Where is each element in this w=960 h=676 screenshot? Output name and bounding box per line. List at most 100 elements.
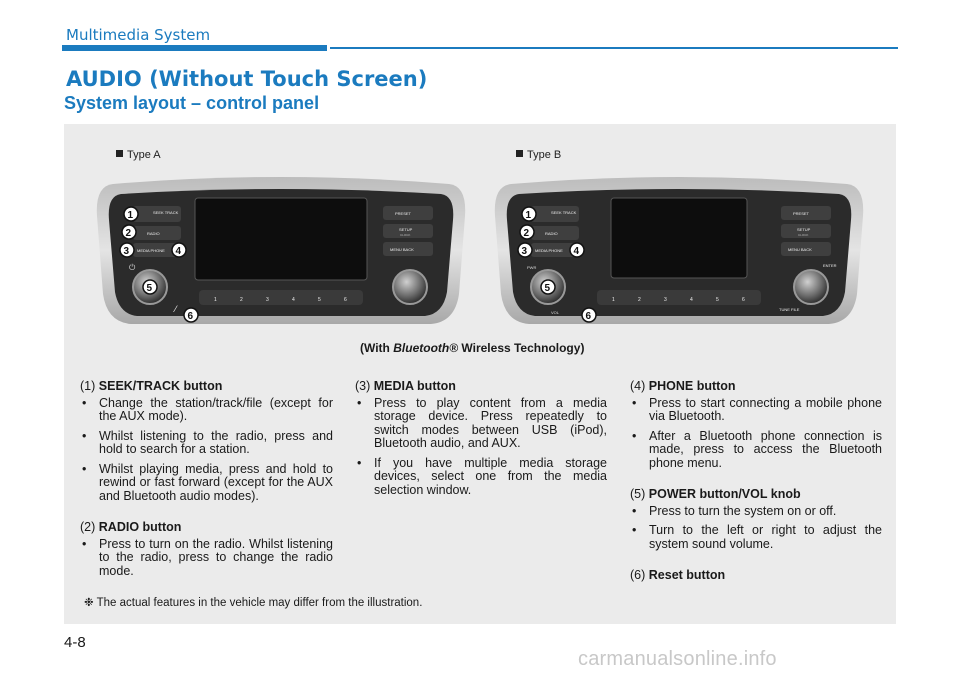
preset-2-label: 2 (240, 297, 243, 303)
preset-5-label: 5 (318, 297, 321, 303)
setup-sub-label: CLOCK (400, 233, 410, 237)
section-label: Multimedia System (66, 26, 211, 44)
callout-5: 5 (540, 279, 556, 295)
bullet: Press to turn on the radio. Whilst liste… (80, 537, 333, 579)
menu-back-button-shape (383, 242, 433, 256)
preset-5-label: 5 (716, 297, 719, 303)
bullet: Turn to the left or right to adjust the … (630, 523, 882, 551)
preset-button-shape (781, 206, 831, 220)
callout-2: 2 (121, 224, 137, 240)
setup-button-shape (781, 224, 831, 238)
callout-6-label: 6 (188, 311, 194, 322)
item-4-number: (4) (630, 379, 646, 393)
item-1-title: SEEK/TRACK button (98, 379, 223, 393)
preset-6-label: 6 (742, 297, 745, 303)
setup-label: SETUP (797, 227, 811, 232)
callout-1-label: 1 (128, 210, 134, 221)
callout-2-label: 2 (524, 228, 530, 239)
column-3: (4) PHONE button Press to start connecti… (630, 379, 882, 586)
callout-1-label: 1 (526, 210, 532, 221)
column-2: (3) MEDIA button Press to play content f… (355, 379, 607, 503)
enter-label: ENTER (823, 263, 837, 268)
preset-2-label: 2 (638, 297, 641, 303)
callout-3: 3 (517, 242, 533, 258)
media-phone-label: MEDIA PHONE (535, 248, 563, 253)
preset-label: PRESET (793, 211, 810, 216)
callout-4: 4 (569, 242, 585, 258)
preset-3-label: 3 (266, 297, 269, 303)
type-a-label: Type A (116, 149, 161, 161)
preset-4-label: 4 (690, 297, 693, 303)
radio-button-shape (531, 226, 579, 240)
item-4-title: PHONE button (648, 379, 736, 393)
callout-3: 3 (119, 242, 135, 258)
callout-2: 2 (519, 224, 535, 240)
vol-label: VOL (551, 310, 560, 315)
display-screen (610, 197, 748, 279)
preset-1-label: 1 (214, 297, 217, 303)
callout-6: 6 (581, 307, 597, 323)
figure-caption: (With Bluetooth® Wireless Technology) (360, 341, 584, 355)
item-5-title: POWER button/VOL knob (648, 487, 801, 501)
media-phone-button-shape (133, 243, 181, 257)
callout-5-label: 5 (147, 283, 153, 294)
callout-3-label: 3 (124, 246, 130, 257)
preset-3-label: 3 (664, 297, 667, 303)
bullet: Change the station/track/file (except fo… (80, 396, 333, 424)
tune-file-label: TUNE FILE (779, 307, 800, 312)
callout-5-label: 5 (545, 283, 551, 294)
setup-label: SETUP (399, 227, 413, 232)
tune-knob (793, 269, 829, 305)
head-unit-illustration-type-b: SEEK TRACK RADIO MEDIA PHONE PWR VOL PRE… (494, 177, 864, 324)
item-6-heading: (6) Reset button (630, 568, 882, 583)
seek-track-button-shape (133, 206, 181, 222)
preset-buttons-row: 1 2 3 4 5 6 (597, 290, 761, 305)
bullet: Press to turn the system on or off. (630, 504, 882, 519)
seek-track-label: SEEK TRACK (153, 210, 179, 215)
seek-track-button-shape (531, 206, 579, 222)
chapter-title: AUDIO (Without Touch Screen) (66, 67, 428, 91)
pwr-label: PWR (527, 265, 536, 270)
item-2-title: RADIO button (98, 520, 182, 534)
bullet: Press to start connecting a mobile phone… (630, 396, 882, 424)
caption-brand: Bluetooth® (393, 341, 459, 355)
page-heading: System layout – control panel (64, 93, 320, 113)
item-2-heading: (2) RADIO button (80, 520, 333, 535)
header-rule-thin (330, 47, 898, 49)
item-4-bullets: Press to start connecting a mobile phone… (630, 396, 882, 471)
caption-suffix: Wireless Technology) (461, 341, 585, 355)
item-3-bullets: Press to play content from a media stora… (355, 396, 607, 498)
watermark: carmanualsonline.info (578, 648, 777, 670)
callout-6-label: 6 (586, 311, 592, 322)
callout-1: 1 (521, 206, 537, 222)
item-3-number: (3) (355, 379, 371, 393)
radio-button-shape (133, 226, 181, 240)
callout-5: 5 (142, 279, 158, 295)
preset-4-label: 4 (292, 297, 295, 303)
item-6-title: Reset button (648, 568, 726, 582)
caption-prefix: (With (360, 341, 390, 355)
page-number: 4-8 (64, 634, 86, 651)
bullet: If you have multiple media storage devic… (355, 456, 607, 498)
callout-3-label: 3 (522, 246, 528, 257)
header-rule-thick (62, 45, 327, 51)
bullet: Whilst listening to the radio, press and… (80, 429, 333, 457)
bullet: Whilst playing media, press and hold to … (80, 462, 333, 504)
type-a-label-text: Type A (127, 149, 161, 161)
preset-6-label: 6 (344, 297, 347, 303)
callout-2-label: 2 (126, 228, 132, 239)
item-6-number: (6) (630, 568, 646, 582)
item-5-heading: (5) POWER button/VOL knob (630, 487, 882, 502)
type-b-label-text: Type B (527, 149, 562, 161)
item-5-bullets: Press to turn the system on or off. Turn… (630, 504, 882, 552)
item-5-number: (5) (630, 487, 646, 501)
radio-label: RADIO (545, 231, 558, 236)
radio-label: RADIO (147, 231, 160, 236)
type-b-label: Type B (516, 149, 561, 161)
media-phone-label: MEDIA PHONE (137, 248, 165, 253)
callout-4-label: 4 (574, 246, 580, 257)
item-2-bullets: Press to turn on the radio. Whilst liste… (80, 537, 333, 579)
item-3-heading: (3) MEDIA button (355, 379, 607, 394)
setup-sub-label: CLOCK (798, 233, 808, 237)
footnote: ❉ The actual features in the vehicle may… (84, 597, 423, 609)
